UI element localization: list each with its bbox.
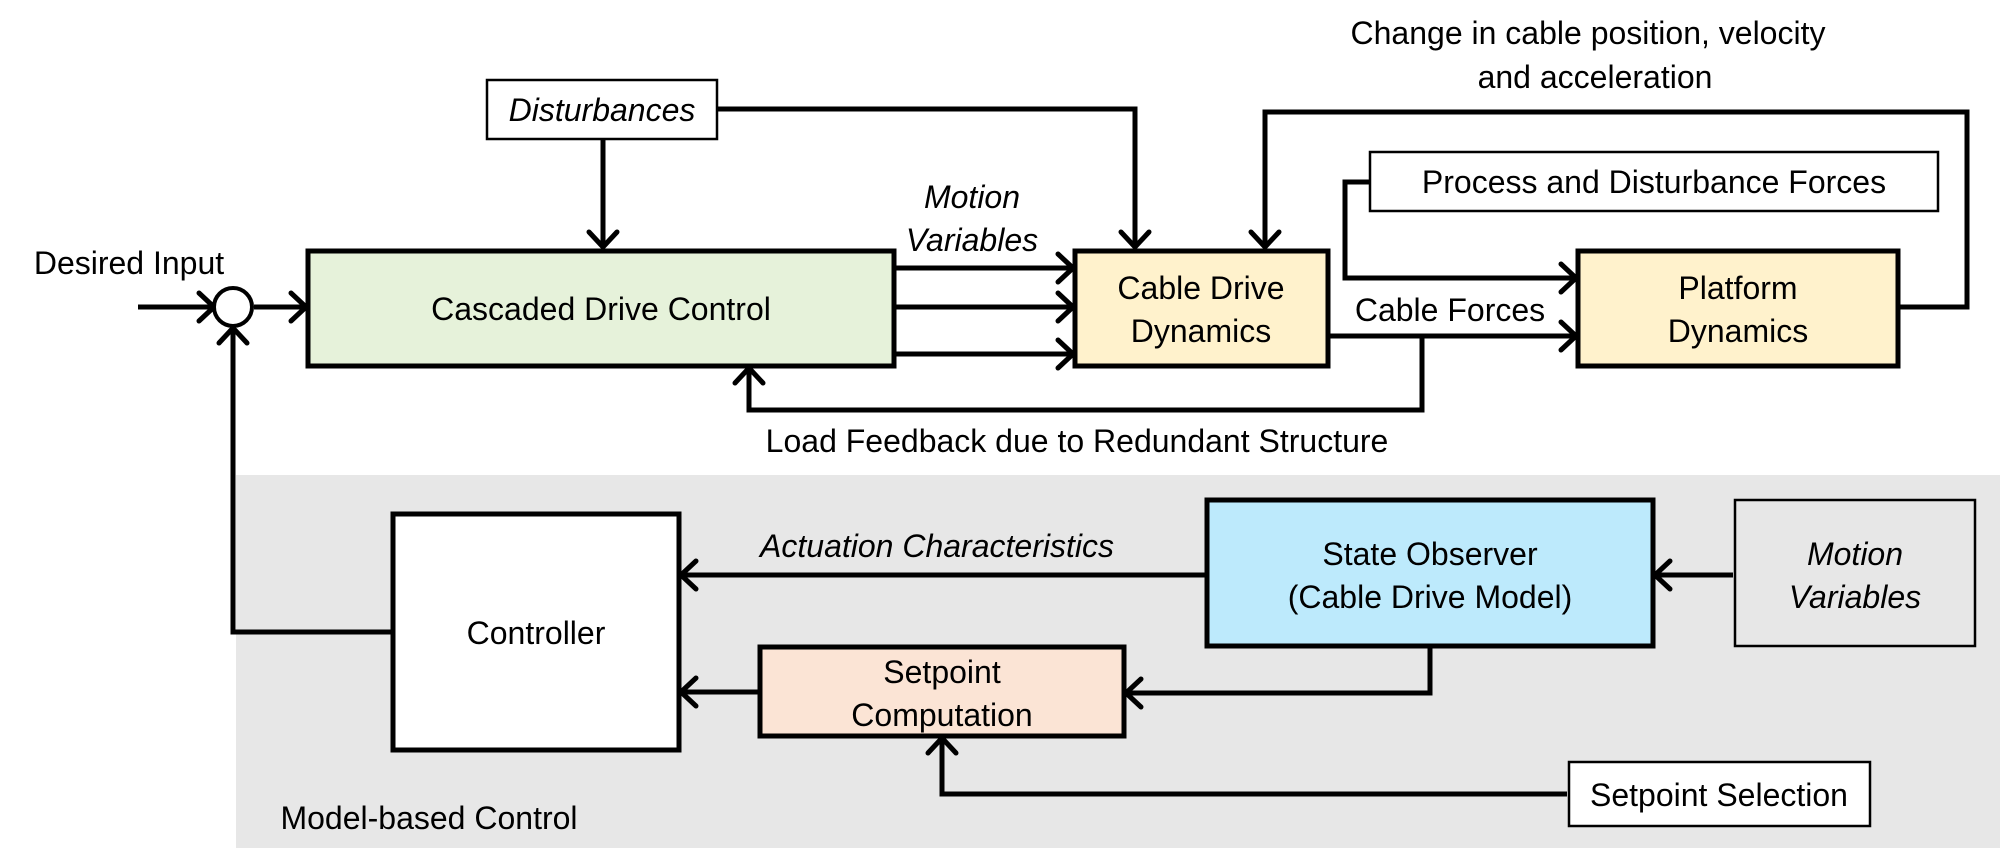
motion-variables-label-line-2: Variables: [906, 222, 1038, 258]
controller-label: Controller: [467, 615, 606, 651]
setpoint-computation-label-line-1: Setpoint: [883, 654, 1001, 690]
change-in-cable-label-line-1: Change in cable position, velocity: [1351, 15, 1826, 51]
process-forces-wire: [1342, 179, 1575, 281]
setpoint-computation-label-line-2: Computation: [851, 697, 1032, 733]
cable-drive-dynamics-block: [1072, 248, 1331, 369]
platform-dynamics-label-line-2: Dynamics: [1668, 313, 1808, 349]
controller-feedback-wire: [230, 329, 391, 635]
disturbances-down-arrowhead: [586, 229, 620, 250]
actuation-characteristics-label: Actuation Characteristics: [758, 528, 1114, 564]
observer-to-setpoint-wire: [1127, 646, 1433, 696]
disturbances-to-cable-drive-wire: [717, 106, 1138, 246]
motion-variables-input-label-line-1: Motion: [1807, 536, 1903, 572]
process-forces-box: [1368, 150, 1940, 213]
disturbances-to-cable-drive-arrowhead: [1118, 229, 1152, 250]
cascaded-drive-control-block: [305, 248, 897, 369]
load-feedback-label: Load Feedback due to Redundant Structure: [766, 423, 1389, 459]
platform-dynamics-label-line-1: Platform: [1678, 270, 1797, 306]
state-observer-block: [1204, 497, 1656, 649]
setpoint-computation-block: [757, 644, 1127, 739]
motion-variables-label-line-1: Motion: [924, 179, 1020, 215]
desired-input-label: Desired Input: [34, 245, 224, 281]
model-based-control-label: Model-based Control: [280, 800, 577, 836]
platform-feedback-arrowhead: [1248, 229, 1282, 250]
disturbances-box: [485, 78, 719, 141]
change-in-cable-label-line-2: and acceleration: [1478, 59, 1713, 95]
motion-variables-input-label-line-2: Variables: [1789, 579, 1921, 615]
cable-drive-dynamics-label-line-2: Dynamics: [1131, 313, 1271, 349]
state-observer-label-line-1: State Observer: [1322, 536, 1538, 572]
summing-junction: [212, 286, 254, 328]
process-forces-label: Process and Disturbance Forces: [1422, 164, 1886, 200]
cable-forces-label: Cable Forces: [1355, 292, 1545, 328]
controller-block: [390, 511, 682, 753]
platform-dynamics-block: [1575, 248, 1901, 369]
cable-drive-dynamics-label-line-1: Cable Drive: [1117, 270, 1284, 306]
motion-variables-input-box: [1733, 498, 1977, 648]
state-observer-label-line-2: (Cable Drive Model): [1288, 579, 1573, 615]
disturbances-label: Disturbances: [509, 92, 696, 128]
cascaded-drive-control-label: Cascaded Drive Control: [431, 291, 771, 327]
setpoint-selection-wire: [939, 739, 1567, 797]
setpoint-selection-label: Setpoint Selection: [1590, 777, 1848, 813]
setpoint-selection-box: [1567, 760, 1872, 828]
platform-feedback-wire: [1262, 109, 1970, 310]
load-feedback-wire: [746, 336, 1425, 413]
